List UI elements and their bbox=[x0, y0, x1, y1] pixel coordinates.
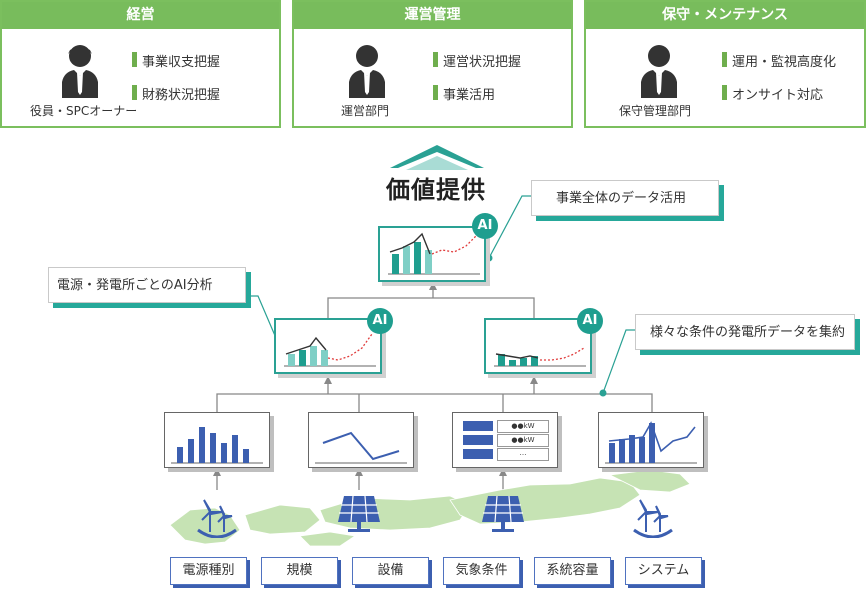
wind-turbine-icon bbox=[633, 499, 673, 538]
roof-icon bbox=[390, 145, 484, 170]
bullet-item: 運用・監視高度化 bbox=[722, 51, 836, 70]
person-icon bbox=[349, 45, 385, 98]
bar-chart-icon bbox=[171, 427, 263, 464]
solar-panel-icon bbox=[482, 495, 524, 532]
stakeholder-card-management: 経営 役員・SPCオーナー 事業収支把握 財務状況把握 bbox=[0, 0, 281, 128]
card-header: 運営管理 bbox=[294, 2, 571, 29]
ai-badge: AI bbox=[577, 308, 603, 334]
solar-panel-icon bbox=[338, 495, 380, 532]
data-source-grid-capacity: 系統容量 bbox=[534, 557, 611, 585]
table-row-value: ●●kW bbox=[497, 434, 549, 447]
data-source-system: システム bbox=[625, 557, 702, 585]
callout-aggregate: 様々な条件の発電所データを集約 bbox=[635, 314, 855, 350]
combo-chart-icon bbox=[605, 421, 697, 464]
data-source-weather: 気象条件 bbox=[443, 557, 520, 585]
mini-chart bbox=[284, 333, 376, 367]
bullet-item: 事業活用 bbox=[433, 84, 495, 103]
mini-chart bbox=[494, 347, 586, 367]
combo-chart-panel bbox=[598, 412, 704, 468]
callout-business-wide: 事業全体のデータ活用 bbox=[531, 180, 719, 216]
top-analysis-panel bbox=[378, 226, 486, 282]
plant-analysis-panel-left bbox=[274, 318, 382, 374]
card-header: 経営 bbox=[2, 2, 279, 29]
wind-turbine-icon bbox=[197, 499, 237, 538]
person-icon bbox=[641, 45, 677, 98]
role-label: 保守管理部門 bbox=[619, 104, 692, 118]
bullet-item: 財務状況把握 bbox=[132, 84, 220, 103]
ai-badge: AI bbox=[367, 308, 393, 334]
table-row-key bbox=[463, 449, 493, 459]
bar-chart-panel bbox=[164, 412, 270, 468]
card-header: 保守・メンテナンス bbox=[586, 2, 864, 29]
data-table-panel: ●●kW ●●kW … bbox=[452, 412, 558, 468]
table-row-value: ●●kW bbox=[497, 420, 549, 433]
bullet-item: オンサイト対応 bbox=[722, 84, 823, 103]
role-label: 役員・SPCオーナー bbox=[30, 104, 138, 118]
bullet-item: 事業収支把握 bbox=[132, 51, 220, 70]
data-source-equipment: 設備 bbox=[352, 557, 429, 585]
ai-badge: AI bbox=[472, 213, 498, 239]
line-chart-panel bbox=[308, 412, 414, 468]
data-source-power-type: 電源種別 bbox=[170, 557, 247, 585]
value-title: 価値提供 bbox=[386, 176, 486, 204]
table-row-value: … bbox=[497, 448, 549, 461]
plant-analysis-panel-right bbox=[484, 318, 592, 374]
mini-chart bbox=[388, 232, 480, 275]
bullet-item: 運営状況把握 bbox=[433, 51, 521, 70]
table-row-key bbox=[463, 435, 493, 445]
person-icon bbox=[62, 45, 98, 98]
data-source-scale: 規模 bbox=[261, 557, 338, 585]
line-chart-icon bbox=[315, 431, 407, 464]
table-row-key bbox=[463, 421, 493, 431]
stakeholder-card-operations: 運営管理 運営部門 運営状況把握 事業活用 bbox=[292, 0, 573, 128]
callout-per-plant: 電源・発電所ごとのAI分析 bbox=[48, 267, 246, 303]
stakeholder-card-maintenance: 保守・メンテナンス 保守管理部門 運用・監視高度化 オンサイト対応 bbox=[584, 0, 866, 128]
role-label: 運営部門 bbox=[341, 104, 390, 118]
